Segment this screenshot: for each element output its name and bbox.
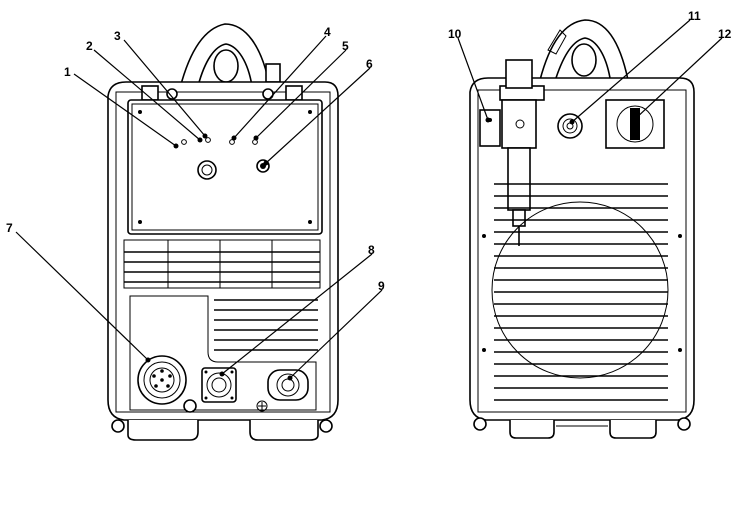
leader-lines: [15, 19, 723, 381]
filter-regulator: [499, 59, 545, 246]
callout-8: 8: [368, 243, 375, 257]
rear-view: [469, 19, 695, 439]
front-vents: [123, 239, 321, 289]
rear-handle: [538, 19, 629, 81]
lower-vents: [214, 299, 318, 351]
control-socket: [201, 367, 237, 403]
work-lead-connector: [267, 369, 309, 401]
callout-labels: 1 2 3 4 5 6 7 8 9 10 11 12: [6, 9, 732, 293]
torch-connector: [137, 355, 187, 405]
callout-6: 6: [366, 57, 373, 71]
air-inlet: [557, 113, 583, 139]
callout-7: 7: [6, 221, 13, 235]
callout-10: 10: [448, 27, 462, 41]
callout-3: 3: [114, 29, 121, 43]
led-3: [205, 137, 211, 143]
callout-5: 5: [342, 39, 349, 53]
callout-2: 2: [86, 39, 93, 53]
callout-12: 12: [718, 27, 732, 41]
fan-grille: [491, 183, 669, 401]
callout-11: 11: [688, 9, 701, 23]
power-switch: [605, 99, 665, 149]
callout-4: 4: [324, 25, 331, 39]
front-view: [107, 23, 339, 441]
rear-bracket: [479, 109, 501, 147]
front-handle: [178, 23, 281, 89]
led-2: [181, 139, 187, 145]
control-panel: [127, 99, 323, 235]
callout-9: 9: [378, 279, 385, 293]
control-knob: [197, 160, 217, 180]
callout-1: 1: [64, 65, 71, 79]
